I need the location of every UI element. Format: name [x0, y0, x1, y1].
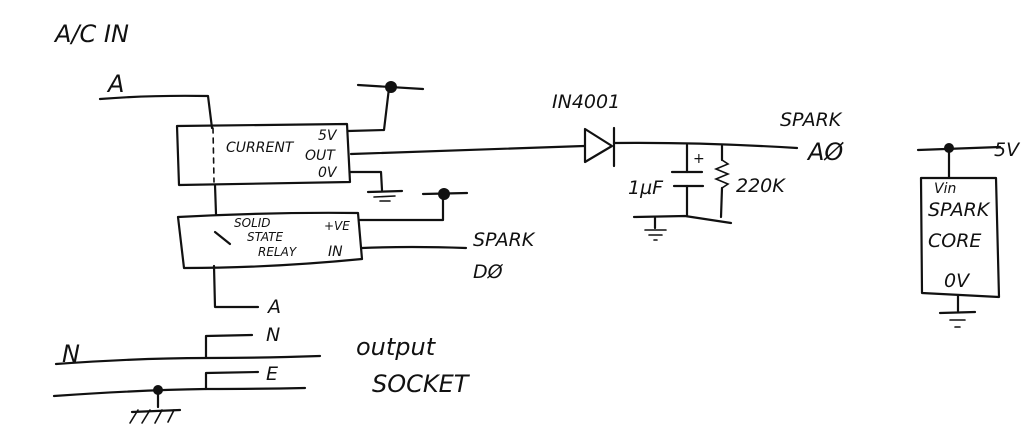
ground-icon	[644, 216, 667, 241]
wire-relay-plus	[358, 194, 445, 222]
analog-signal-line2: AØ	[806, 138, 844, 166]
current-sensor-body	[175, 122, 352, 187]
label-neutral-out: N	[266, 324, 280, 346]
relay-pin-in: IN	[328, 244, 343, 260]
relay-pin-plus: +VE	[324, 219, 350, 233]
wire-relay-in	[360, 245, 468, 250]
earth-ground-icon	[129, 388, 182, 424]
diode-icon	[583, 126, 616, 168]
wire-sensor-out	[349, 144, 586, 156]
resistor-icon	[713, 144, 731, 219]
output-socket-label-2: SOCKET	[372, 370, 471, 398]
current-sensor-passthrough	[212, 127, 215, 183]
wire-ground-rail	[632, 214, 733, 225]
wire-sensor-0v	[348, 170, 384, 192]
title-ac-in: A/C IN	[53, 20, 129, 48]
spark-core-pin-vin: Vin	[934, 181, 956, 197]
wire-sensor-5v	[346, 86, 391, 133]
current-sensor: CURRENT 5V OUT 0V	[175, 122, 352, 187]
wire-neutral-tap	[204, 333, 254, 359]
resistor-value: 220K	[736, 175, 786, 197]
label-earth-out: E	[266, 363, 278, 385]
diode-part-label: IN4001	[552, 91, 620, 113]
label-neutral-in: N	[62, 340, 80, 368]
wire-neutral	[54, 354, 322, 366]
relay-signal-line2: DØ	[473, 261, 504, 283]
capacitor-polarity: +	[693, 151, 705, 167]
relay-label-2: STATE	[247, 230, 284, 244]
relay-signal-line1: SPARK	[473, 229, 536, 251]
label-active-out: A	[266, 296, 281, 318]
relay-body	[176, 211, 364, 270]
output-socket-label-1: output	[356, 333, 437, 361]
current-sensor-pin-0v: 0V	[318, 165, 338, 181]
capacitor-value: 1µF	[628, 177, 664, 199]
wire-sensor-to-relay	[213, 183, 218, 216]
ground-icon	[938, 310, 977, 328]
spark-core: Vin SPARK CORE 0V	[919, 176, 1001, 299]
rail-5v-core	[916, 145, 1002, 152]
junction-dot	[438, 188, 450, 200]
solid-state-relay: SOLID STATE RELAY +VE IN	[176, 211, 364, 270]
wire-analog	[612, 141, 799, 150]
current-sensor-pin-5v: 5V	[318, 128, 338, 144]
relay-switch	[213, 230, 232, 246]
analog-signal-line1: SPARK	[780, 109, 843, 131]
spark-core-label-1: SPARK	[928, 199, 991, 221]
wire-earth-tap	[204, 370, 260, 391]
wire-active-out	[212, 264, 260, 309]
label-active-in: A	[106, 70, 124, 98]
current-sensor-label: CURRENT	[226, 140, 295, 156]
wire-active-in	[98, 94, 214, 130]
spark-core-pin-0v: 0V	[944, 270, 971, 292]
spark-core-supply: 5V	[994, 139, 1021, 161]
capacitor-icon	[670, 143, 705, 218]
ground-icon	[366, 189, 404, 202]
junction-dot	[385, 81, 397, 93]
relay-label-1: SOLID	[234, 216, 271, 230]
spark-core-label-2: CORE	[928, 230, 981, 252]
wire-earth	[52, 386, 307, 398]
spark-core-body	[919, 176, 1001, 299]
relay-label-3: RELAY	[258, 245, 298, 259]
current-sensor-pin-out: OUT	[305, 148, 336, 164]
